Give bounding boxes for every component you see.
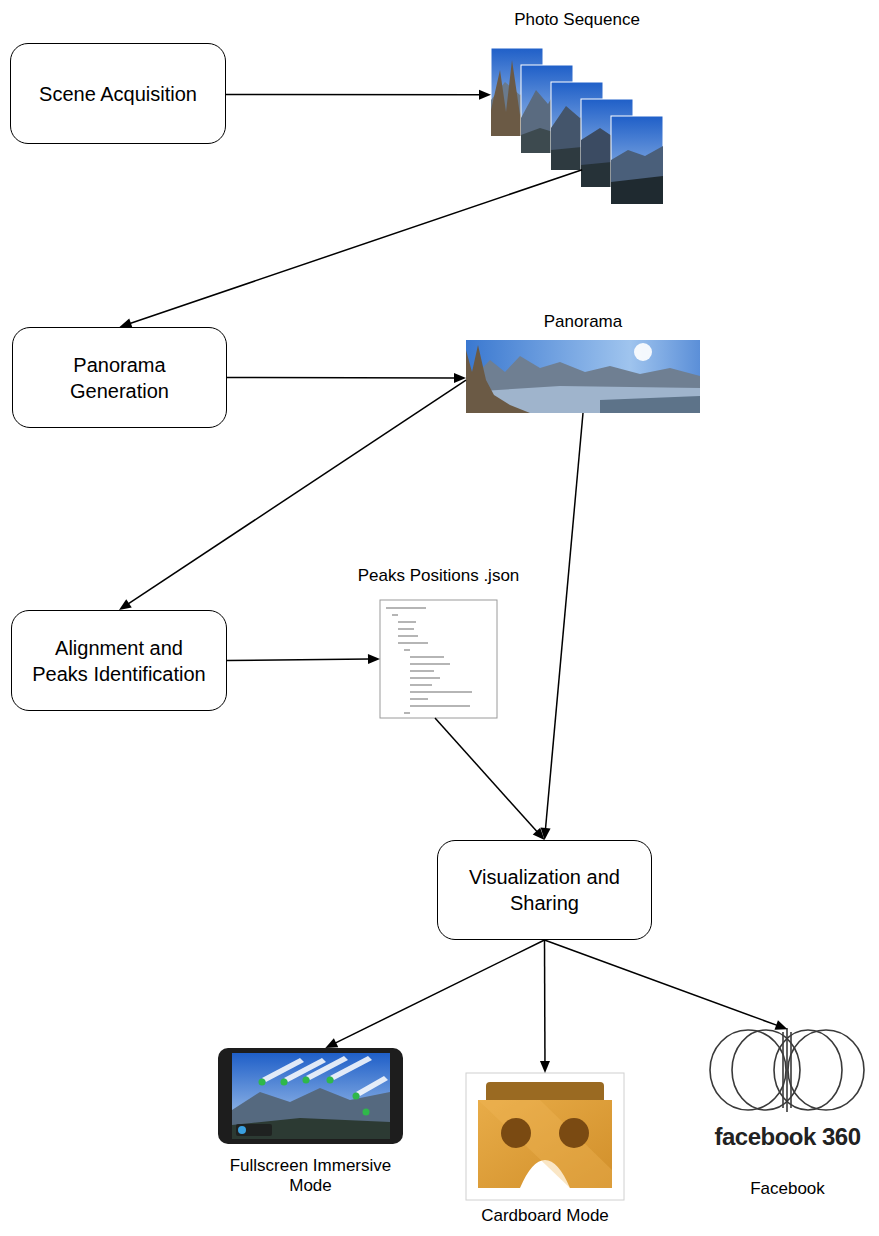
box-label: Visualization and Sharing (452, 864, 637, 916)
logo-text: facebook 360 (714, 1123, 860, 1151)
image-node: Fullscreen Immersive Mode (218, 1048, 403, 1144)
flow-arrow (226, 90, 491, 100)
image-caption: Facebook (750, 1179, 825, 1199)
flow-line (227, 377, 455, 379)
flow-arrow (545, 940, 788, 1030)
flow-arrow (325, 940, 544, 1048)
arrow-head (368, 654, 380, 664)
image-caption: Photo Sequence (514, 10, 640, 30)
box-label: Panorama Generation (27, 352, 212, 404)
image-caption: Peaks Positions .json (358, 566, 520, 586)
process-box: Scene Acquisition (10, 43, 226, 144)
flow-arrow (435, 718, 545, 840)
box-label: Scene Acquisition (39, 81, 197, 107)
image-node: Cardboard Mode (466, 1073, 624, 1200)
photo-stack (491, 48, 663, 204)
facebook360-logo (710, 1028, 864, 1112)
panorama-image (466, 340, 700, 413)
flow-line (545, 413, 583, 829)
json-file (380, 600, 497, 718)
phone-screenshot (218, 1048, 403, 1144)
flow-line (130, 170, 582, 324)
flow-arrow (541, 413, 583, 840)
image-node: Photo Sequence (491, 48, 663, 204)
arrow-head (119, 599, 132, 610)
process-box: Panorama Generation (12, 327, 227, 428)
process-box: Alignment and Peaks Identification (11, 610, 227, 711)
flow-line (335, 940, 544, 1043)
flow-arrow (227, 654, 380, 664)
image-node: Panorama (466, 340, 700, 413)
flow-line (544, 940, 546, 1062)
flow-line (227, 659, 369, 660)
image-caption: Cardboard Mode (481, 1206, 609, 1226)
arrow-head (775, 1020, 788, 1029)
flow-line (545, 940, 778, 1025)
arrow-head (325, 1038, 338, 1048)
arrow-head (479, 90, 491, 100)
image-caption: Panorama (544, 312, 622, 332)
image-node: Peaks Positions .json (380, 600, 497, 718)
arrow-head (541, 828, 551, 840)
process-box: Visualization and Sharing (437, 840, 652, 940)
cardboard-viewer (466, 1073, 624, 1200)
flow-arrow (120, 170, 583, 328)
arrow-head (540, 1061, 550, 1073)
box-label: Alignment and Peaks Identification (26, 635, 212, 687)
flow-line (435, 718, 537, 832)
flow-arrow (227, 373, 466, 383)
image-caption: Fullscreen Immersive Mode (221, 1156, 401, 1196)
flow-line (226, 94, 480, 96)
image-node: facebook 360Facebook (700, 1025, 875, 1165)
flow-arrow (540, 940, 550, 1073)
